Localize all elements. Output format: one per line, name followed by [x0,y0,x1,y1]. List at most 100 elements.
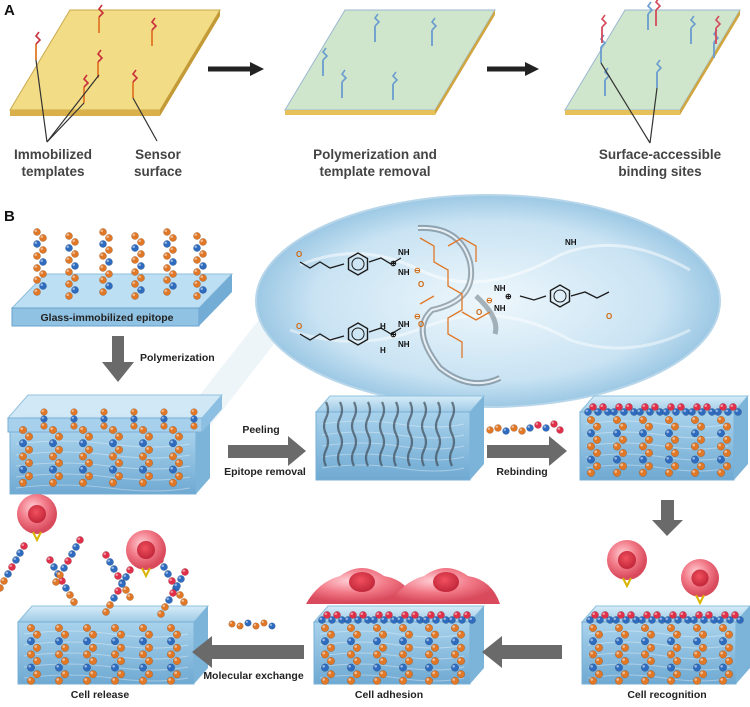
bead-highlight [648,631,651,635]
bead-highlight [77,537,80,540]
bead [166,663,176,672]
bead [144,445,154,454]
bead-highlight [132,293,136,296]
bead-highlight [168,651,171,655]
bead-highlight [674,671,677,675]
bead [260,619,268,627]
cell-nucleus [349,572,375,592]
bead [88,656,98,666]
bead-highlight [642,404,645,407]
bead [100,408,108,416]
bead-highlight [115,573,118,576]
label-molecular-exchange: Molecular exchange [203,670,304,682]
bead-highlight [458,671,462,675]
bead [26,676,36,685]
cell-nucleus [618,551,636,569]
bead-highlight [432,658,436,661]
template-head [646,1,654,15]
bead-highlight [118,671,121,675]
bead-highlight [668,651,671,655]
bead [670,448,680,458]
bead-highlight [80,427,83,431]
bead-highlight [711,617,714,620]
bead-highlight [84,638,87,642]
bead [620,656,630,666]
bead-highlight [170,259,174,262]
bead [78,425,88,435]
bead [131,256,139,264]
bead-highlight [116,447,119,450]
bead-highlight [107,602,110,605]
gel-texture [15,484,191,492]
bead [177,575,185,583]
bead [114,432,124,441]
bead [54,650,64,659]
template-head [321,47,329,61]
bead [644,462,654,471]
bead-highlight [67,592,70,595]
bead-highlight [20,466,23,470]
bead-highlight [176,433,179,437]
bead [82,623,92,633]
bead [696,435,706,444]
bead [644,448,654,458]
bead-highlight [110,440,113,444]
bead [137,274,145,282]
bead-highlight [72,275,75,278]
bead-highlight [452,638,456,642]
template-head [97,4,105,18]
bead-highlight [590,651,593,655]
bead [716,429,726,438]
bead [510,424,518,432]
bead [424,623,434,633]
bead-highlight [28,664,31,668]
bead [39,258,47,266]
plate-polymerized [284,9,496,115]
bead-highlight [557,427,561,430]
bead [126,593,134,601]
gel-texture [321,431,465,439]
bead-highlight [164,277,168,280]
gel-side [734,396,748,480]
bead [734,408,742,416]
bead [64,557,72,565]
bead-highlight [706,612,709,615]
bead-highlight [56,651,59,655]
bead [78,478,88,487]
bead-highlight [72,287,75,290]
bead [320,623,330,633]
bead-highlight [334,612,337,615]
bead-highlight [680,612,683,615]
gel-front [579,411,735,481]
bead-highlight [611,409,614,412]
bead-highlight [616,404,619,407]
bead [144,472,154,481]
bead [424,676,434,685]
bead [105,270,113,278]
bead-highlight [181,599,185,602]
bead-highlight [123,574,126,577]
bead-highlight [322,651,326,655]
bead-highlight [328,631,332,635]
bead [174,432,184,441]
bead [722,462,732,471]
bead [26,650,36,659]
bead-highlight [642,638,645,642]
bead-highlight [66,245,69,249]
bead-highlight [735,409,738,412]
bead-highlight [620,463,623,467]
bead-highlight [698,423,701,427]
bead [166,637,176,646]
bead [244,619,252,627]
bead [190,415,198,423]
bead-highlight [100,253,103,256]
gel-front [9,431,197,495]
bead [620,670,630,679]
bead-highlight [62,658,65,661]
bead-highlight [20,427,23,431]
bead [672,670,682,679]
bond [447,237,477,262]
bead-highlight [588,417,591,421]
bead [138,478,148,487]
bead-highlight [140,664,143,668]
